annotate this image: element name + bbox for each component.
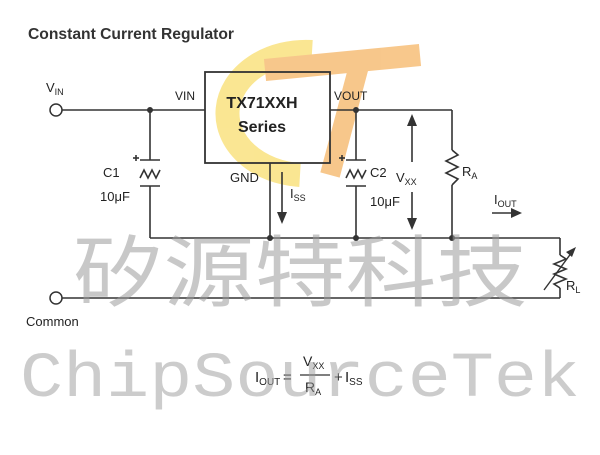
logo-t-bar [263, 44, 422, 81]
vin-label: VIN [46, 80, 64, 97]
svg-text:IOUT: IOUT [255, 369, 280, 388]
regulator-chip [204, 71, 331, 164]
capacitor-c1 [133, 155, 161, 187]
svg-text:=: = [283, 369, 292, 386]
resistor-rl [551, 254, 569, 289]
chip-series: Series [238, 119, 286, 136]
formula: IOUT = VXX RA + ISS [255, 353, 363, 397]
c1-value: 10μF [100, 189, 130, 204]
pin-vout-label: VOUT [334, 89, 368, 103]
iss-label: ISS [290, 186, 306, 203]
logo-t-stem [320, 59, 370, 178]
iss-arrow [277, 172, 287, 224]
common-terminal [49, 291, 63, 305]
svg-text:VXX: VXX [303, 353, 324, 371]
iout-arrow [492, 208, 522, 218]
ra-label: RA [462, 164, 477, 181]
watermark-chinese: 矽源特科技 [73, 229, 528, 317]
logo-arc [215, 39, 313, 187]
pin-gnd-label: GND [230, 170, 259, 185]
junction-dots [147, 107, 455, 241]
rl-label: RL [566, 278, 580, 295]
common-label: Common [26, 314, 79, 329]
vxx-label: VXX [396, 170, 417, 187]
svg-text:ISS: ISS [345, 369, 363, 388]
iout-label: IOUT [494, 192, 517, 209]
vin-terminal [49, 103, 63, 117]
rl-variable-arrow [543, 247, 576, 291]
svg-text:+: + [334, 369, 343, 386]
vxx-arrow [407, 114, 417, 230]
capacitor-c2 [339, 155, 367, 187]
c2-value: 10μF [370, 194, 400, 209]
watermark-latin: ChipSourceTek [20, 344, 580, 416]
pin-vin-label: VIN [175, 89, 195, 103]
chip-name: TX71XXH [226, 95, 297, 112]
diagram-title: Constant Current Regulator [28, 26, 234, 43]
logo-watermark [215, 39, 422, 187]
c1-name: C1 [103, 165, 120, 180]
c2-name: C2 [370, 165, 387, 180]
resistor-ra [444, 149, 460, 186]
svg-text:RA: RA [305, 379, 321, 397]
